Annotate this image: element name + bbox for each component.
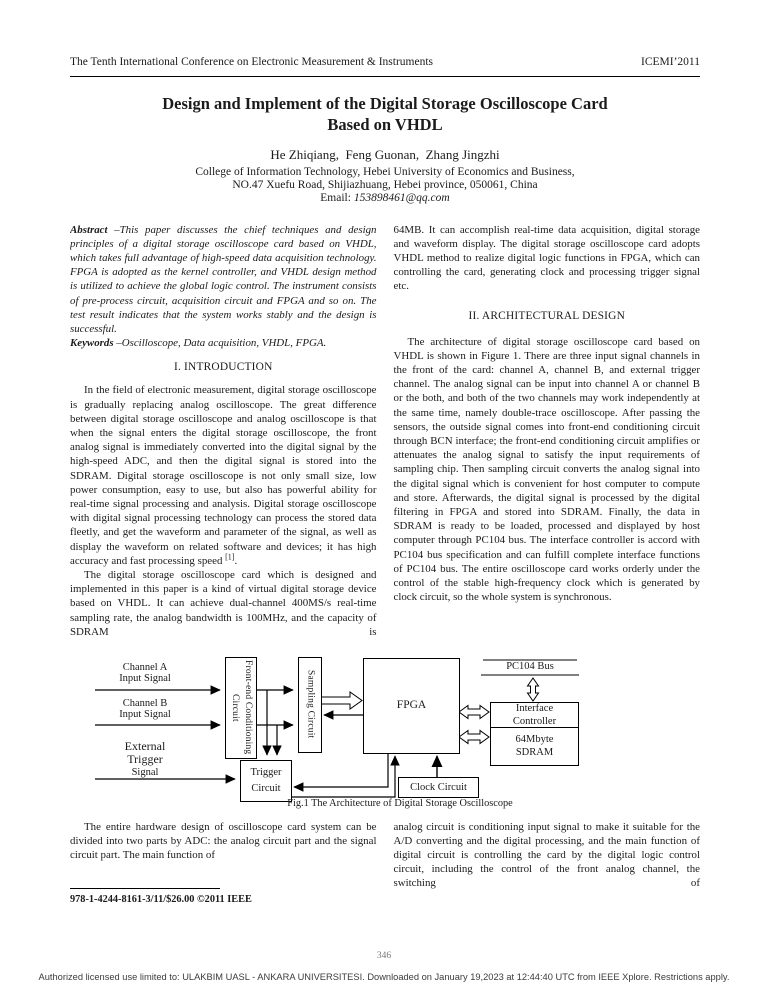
- license-notice: Authorized licensed use limited to: ULAK…: [38, 972, 730, 982]
- abstract-label: Abstract: [70, 223, 115, 236]
- affiliation-line2: NO.47 Xuefu Road, Shijiazhuang, Hebei pr…: [232, 179, 538, 192]
- abstract-text: –This paper discusses the chief techniqu…: [70, 223, 377, 336]
- footnote-rule: [70, 888, 220, 890]
- two-column-bottom: The entire hardware design of oscillosco…: [70, 820, 701, 906]
- figure-caption: Fig.1 The Architecture of Digital Storag…: [287, 797, 513, 809]
- abstract-paragraph: Abstract –This paper discusses the chief…: [70, 223, 377, 337]
- bottom-right-paragraph: analog circuit is conditioning input sig…: [393, 820, 701, 890]
- right-column: 64MB. It can accomplish real-time data a…: [394, 223, 701, 655]
- column2-continuation-paragraph: 64MB. It can accomplish real-time data a…: [393, 223, 701, 293]
- keywords-label: Keywords: [70, 337, 117, 350]
- authors: He Zhiqiang, Feng Guonan, Zhang Jingzhi: [270, 147, 500, 162]
- intro-paragraph-1-text: In the field of electronic measurement, …: [70, 384, 377, 567]
- figure-box-frontend-conditioning: Front-end Conditioning Circuit: [225, 656, 257, 759]
- copyright-text: 978-1-4244-8161-3/11/$26.00 ©2011 IEEE: [70, 894, 252, 906]
- figure-box-fpga: FPGA: [363, 657, 460, 754]
- bottom-right-column: analog circuit is conditioning input sig…: [394, 820, 701, 906]
- paper-title-line2: Based on VHDL: [327, 115, 443, 134]
- keywords-text: –Oscilloscope, Data acquisition, VHDL, F…: [116, 337, 327, 350]
- email-line: Email: 153898461@qq.com: [70, 192, 700, 205]
- figure-box-clock-circuit: Clock Circuit: [398, 776, 479, 798]
- figure-1-block-diagram: Channel A Input Signal Channel B Input S…: [90, 656, 710, 813]
- intro-paragraph-1-end: .: [234, 554, 238, 567]
- two-column-body: Abstract –This paper discusses the chief…: [70, 223, 700, 655]
- email-address: 153898461@qq.com: [353, 192, 450, 205]
- intro-paragraph-1: In the field of electronic measurement, …: [70, 383, 377, 568]
- running-header: The Tenth International Conference on El…: [70, 56, 700, 77]
- copyright-footnote: 978-1-4244-8161-3/11/$26.00 ©2011 IEEE: [70, 888, 377, 905]
- figure-label-channel-a: Channel A Input Signal: [119, 661, 171, 685]
- email-label: Email:: [320, 192, 354, 205]
- affiliation-line1: College of Information Technology, Hebei…: [195, 166, 575, 178]
- keywords-paragraph: Keywords –Oscilloscope, Data acquisition…: [70, 336, 377, 350]
- paper-title-line1: Design and Implement of the Digital Stor…: [162, 94, 608, 113]
- paper-title: Design and Implement of the Digital Stor…: [70, 93, 700, 135]
- section-heading-introduction: I. INTRODUCTION: [173, 361, 273, 374]
- figure-box-sampling-circuit: Sampling Circuit: [298, 656, 322, 753]
- section-heading-architectural-design: II. ARCHITECTURAL DESIGN: [468, 309, 626, 322]
- figure-label-pc104-bus: PC104 Bus: [506, 660, 554, 672]
- conference-acronym: ICEMI’2011: [641, 56, 700, 68]
- page-number: 346: [376, 951, 392, 961]
- conference-name: The Tenth International Conference on El…: [70, 56, 434, 68]
- bottom-left-paragraph: The entire hardware design of oscillosco…: [70, 820, 377, 862]
- bottom-left-column: The entire hardware design of oscillosco…: [70, 820, 377, 905]
- figure-label-external-trigger: External Trigger Signal: [124, 738, 166, 778]
- left-column: Abstract –This paper discusses the chief…: [70, 223, 377, 655]
- architecture-paragraph: The architecture of digital storage osci…: [393, 335, 701, 604]
- figure-label-channel-b: Channel B Input Signal: [119, 697, 171, 721]
- intro-paragraph-2: The digital storage oscilloscope card wh…: [70, 569, 377, 638]
- page-content: The Tenth International Conference on El…: [70, 56, 710, 906]
- figure-arrows: [95, 659, 579, 798]
- citation-1: [1]: [225, 552, 235, 562]
